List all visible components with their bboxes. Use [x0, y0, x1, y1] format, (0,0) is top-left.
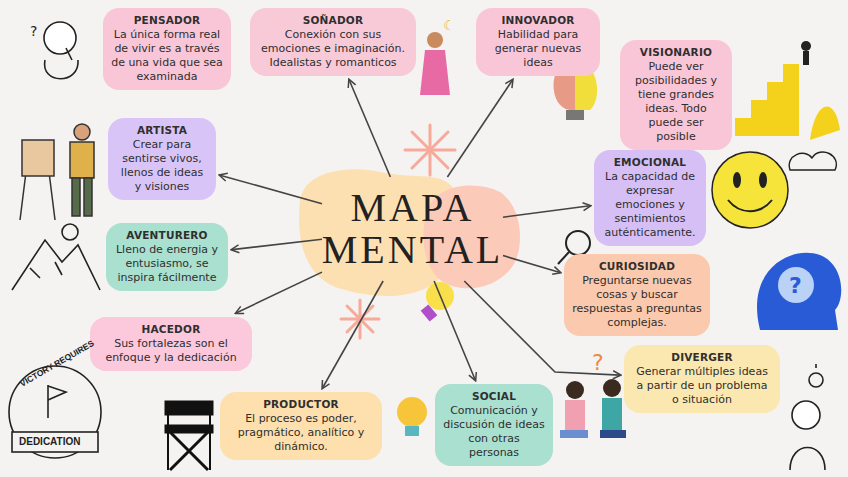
- box-heading: SOCIAL: [472, 390, 516, 402]
- box-body: El proceso es poder, pragmático, analíti…: [228, 412, 374, 454]
- idea-box: PENSADOR La única forma real de vivir es …: [103, 8, 231, 90]
- idea-box: SOCIAL Comunicación y discusión de ideas …: [435, 384, 553, 466]
- svg-text:☾: ☾: [443, 17, 456, 33]
- box-heading: MAPA MENTAL: [322, 187, 503, 271]
- director-chair: [166, 402, 212, 470]
- cloud: [789, 152, 836, 170]
- question-head: ?: [757, 253, 841, 330]
- svg-text:?: ?: [592, 350, 604, 375]
- smiley: [712, 152, 788, 228]
- idea-box: AVENTURERO Lleno de energia y entusiasmo,…: [106, 223, 228, 291]
- bulb-small: [397, 397, 427, 436]
- box-heading: VISIONARIO: [640, 46, 712, 58]
- box-body: Habilidad para generar nuevas ideas: [484, 28, 592, 70]
- stairs-figure: [735, 41, 840, 140]
- box-heading: DIVERGER: [671, 351, 732, 363]
- idea-box: EMOCIONAL La capacidad de expresar emocio…: [594, 150, 706, 246]
- arrow-connector: [236, 272, 322, 313]
- box-body: Generar múltiples ideas a partir de un p…: [632, 365, 772, 407]
- idea-box: PRODUCTOR El proceso es poder, pragmático…: [220, 392, 382, 460]
- box-heading: EMOCIONAL: [614, 156, 687, 168]
- idea-figure: [790, 364, 825, 470]
- box-heading: CURIOSIDAD: [599, 260, 675, 272]
- box-heading: PENSADOR: [134, 14, 201, 26]
- box-body: Puede ver posibilidades y tiene grandes …: [628, 60, 724, 144]
- mountains: [12, 224, 100, 290]
- arrow-connector: [232, 239, 322, 249]
- idea-box: SOÑADOR Conexión con sus emociones e imag…: [250, 8, 416, 76]
- box-heading: INNOVADOR: [501, 14, 574, 26]
- svg-text:?: ?: [30, 23, 37, 39]
- box-body: Lleno de energia y entusiasmo, se inspir…: [114, 243, 220, 285]
- box-heading: AVENTURERO: [126, 229, 207, 241]
- box-body: Sus fortalezas son el enfoque y la dedic…: [98, 337, 244, 365]
- idea-box: HACEDOR Sus fortalezas son el enfoque y l…: [90, 317, 252, 371]
- box-body: Crear para sentirse vivos, llenos de ide…: [116, 138, 208, 194]
- svg-text:?: ?: [789, 273, 802, 298]
- arrow-connector: [220, 175, 322, 204]
- people-talking: ?: [560, 350, 626, 438]
- painter-figure: [20, 124, 94, 220]
- box-body: Conexión con sus emociones e imaginación…: [258, 28, 408, 70]
- thinker-figure: ?: [30, 22, 78, 79]
- idea-box: DIVERGER Generar múltiples ideas a partir…: [624, 345, 780, 413]
- idea-box: CURIOSIDAD Preguntarse nuevas cosas y bus…: [564, 254, 710, 336]
- arrow-connector: [503, 256, 560, 273]
- box-heading: ARTISTA: [137, 124, 187, 136]
- central-title: MAPA MENTAL: [325, 180, 500, 278]
- idea-box: INNOVADOR Habilidad para generar nuevas i…: [476, 8, 600, 76]
- dreamer-figure: ☾: [420, 17, 456, 95]
- stamp-text: DEDICATION: [19, 436, 80, 447]
- arrow-connector: [323, 281, 384, 388]
- box-heading: PRODUCTOR: [263, 398, 339, 410]
- box-body: Comunicación y discusión de ideas con ot…: [443, 404, 545, 460]
- arrow-connector: [447, 80, 512, 177]
- box-heading: SOÑADOR: [303, 14, 364, 26]
- idea-box: VISIONARIO Puede ver posibilidades y tien…: [620, 40, 732, 150]
- stamp-text: VICTORY REQUIRES: [18, 338, 96, 389]
- idea-box: ARTISTA Crear para sentirse vivos, llenos…: [108, 118, 216, 200]
- arrow-connector: [434, 281, 475, 380]
- box-body: La capacidad de expresar emociones y sen…: [602, 170, 698, 240]
- box-body: La única forma real de vivir es a través…: [111, 28, 223, 84]
- arrow-connector: [503, 206, 590, 217]
- box-heading: HACEDOR: [142, 323, 201, 335]
- box-body: Preguntarse nuevas cosas y buscar respue…: [572, 274, 702, 330]
- arrow-connector: [349, 80, 390, 177]
